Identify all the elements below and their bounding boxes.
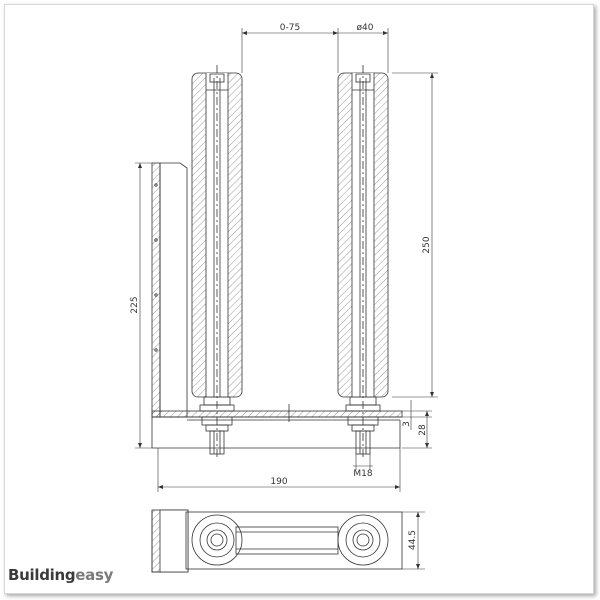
wall-bracket	[151, 162, 188, 418]
dim-total-height: 225	[130, 296, 140, 313]
right-nut-assembly	[345, 396, 381, 455]
brand-logo: Buildingeasy	[8, 566, 113, 584]
left-nut-assembly	[199, 396, 235, 455]
logo-part-1: Building	[8, 566, 76, 584]
drawing-frame	[4, 4, 594, 594]
dim-depth: 44.5	[408, 530, 418, 550]
left-column	[191, 65, 243, 460]
dim-thread: M18	[353, 469, 372, 479]
dim-base: 28	[418, 424, 428, 436]
dimension-arrows	[138, 31, 434, 569]
dim-plate: 3	[402, 421, 412, 427]
dim-width: 190	[270, 477, 287, 487]
dimension-lines	[135, 28, 438, 570]
right-column	[337, 65, 389, 460]
dim-height: 250	[422, 236, 432, 253]
dim-spacing: 0-75	[280, 23, 300, 33]
plan-view	[151, 509, 403, 573]
logo-part-2: easy	[75, 566, 114, 584]
dim-diameter: ø40	[357, 23, 374, 33]
